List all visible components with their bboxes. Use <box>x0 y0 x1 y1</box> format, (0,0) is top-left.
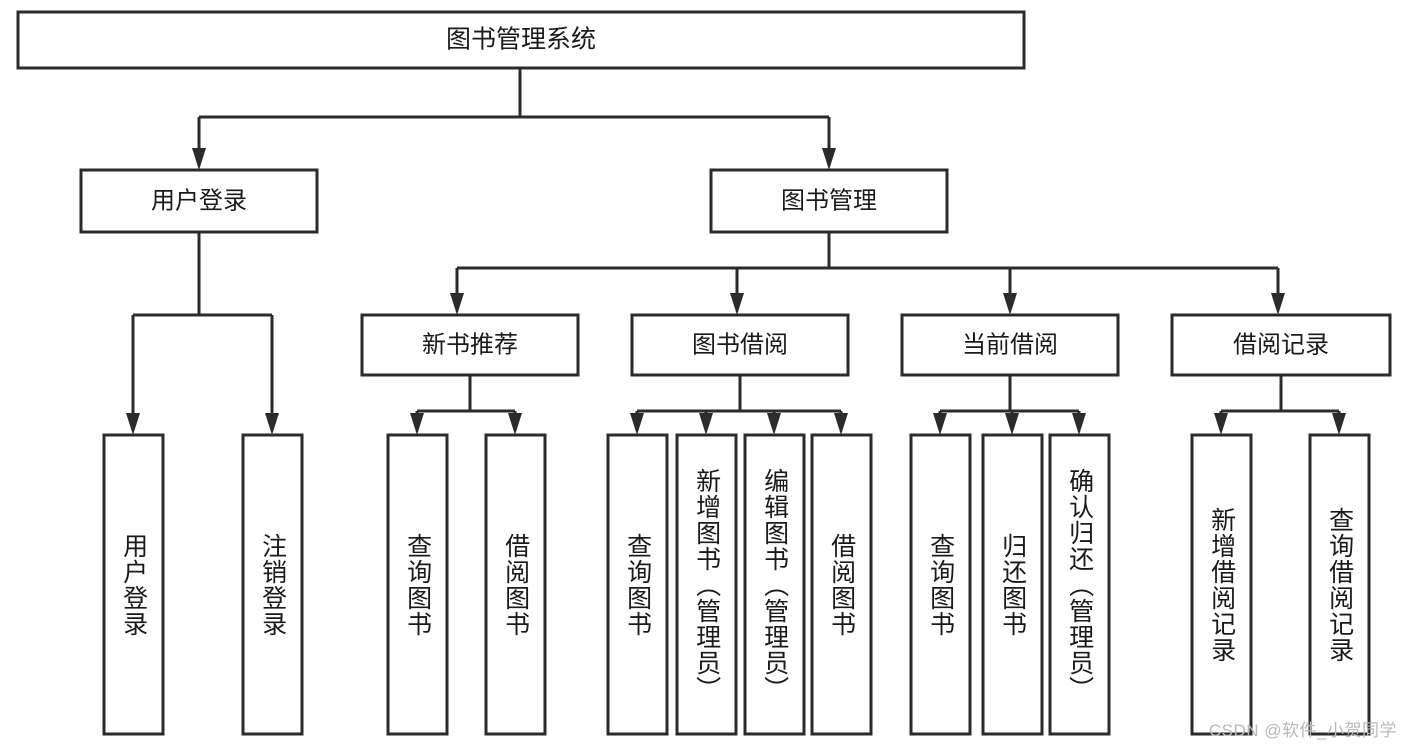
leafgrp-2-arrow-0 <box>933 413 947 435</box>
leaf-box-4 <box>606 433 669 736</box>
book-mgmt-arrow-2 <box>1003 293 1017 315</box>
leaf-box-8 <box>909 433 972 736</box>
root-box <box>16 10 1026 70</box>
level3-label-3: 借阅记录 <box>1233 331 1329 358</box>
level3-box-1 <box>630 313 850 377</box>
level2-box-1 <box>709 168 949 234</box>
leaf-box-7 <box>810 433 873 736</box>
root-arrow-1 <box>822 148 836 170</box>
leaf-box-12 <box>1308 433 1371 736</box>
leaf-box-3 <box>484 433 547 736</box>
box-layer <box>16 10 1392 736</box>
leaf-box-10 <box>1048 433 1111 736</box>
leafgrp-0-arrow-1 <box>508 413 522 435</box>
level2-box-0 <box>79 168 319 234</box>
connector-layer <box>126 68 1346 435</box>
leaf-box-11 <box>1190 433 1253 736</box>
leaf-box-2 <box>386 433 449 736</box>
level2-label-1: 图书管理 <box>781 187 877 214</box>
leaf-box-1 <box>241 433 304 736</box>
leafgrp-1-arrow-2 <box>767 413 781 435</box>
level3-box-3 <box>1170 313 1392 377</box>
level3-label-0: 新书推荐 <box>422 331 518 358</box>
root-label: 图书管理系统 <box>446 26 596 54</box>
login-arrow-1 <box>265 413 279 435</box>
leafgrp-2-arrow-2 <box>1072 413 1086 435</box>
leafgrp-0-arrow-0 <box>410 413 424 435</box>
level3-label-1: 图书借阅 <box>692 331 788 358</box>
level3-label-2: 当前借阅 <box>962 331 1058 358</box>
login-arrow-0 <box>126 413 140 435</box>
leafgrp-3-arrow-0 <box>1214 413 1228 435</box>
leafgrp-1-arrow-0 <box>630 413 644 435</box>
leafgrp-1-arrow-3 <box>834 413 848 435</box>
leafgrp-2-arrow-1 <box>1005 413 1019 435</box>
level2-label-0: 用户登录 <box>151 187 247 214</box>
leafgrp-3-arrow-1 <box>1332 413 1346 435</box>
book-mgmt-arrow-3 <box>1271 293 1285 315</box>
book-mgmt-arrow-0 <box>450 293 464 315</box>
leaf-box-0 <box>102 433 165 736</box>
book-mgmt-arrow-1 <box>730 293 744 315</box>
leaf-box-9 <box>981 433 1044 736</box>
root-arrow-0 <box>192 148 206 170</box>
level3-box-0 <box>360 313 580 377</box>
leaf-box-6 <box>743 433 806 736</box>
leaf-box-5 <box>675 433 738 736</box>
watermark: CSDN @软件_小贺同学 <box>1208 721 1397 740</box>
leafgrp-1-arrow-1 <box>699 413 713 435</box>
level3-box-2 <box>900 313 1120 377</box>
